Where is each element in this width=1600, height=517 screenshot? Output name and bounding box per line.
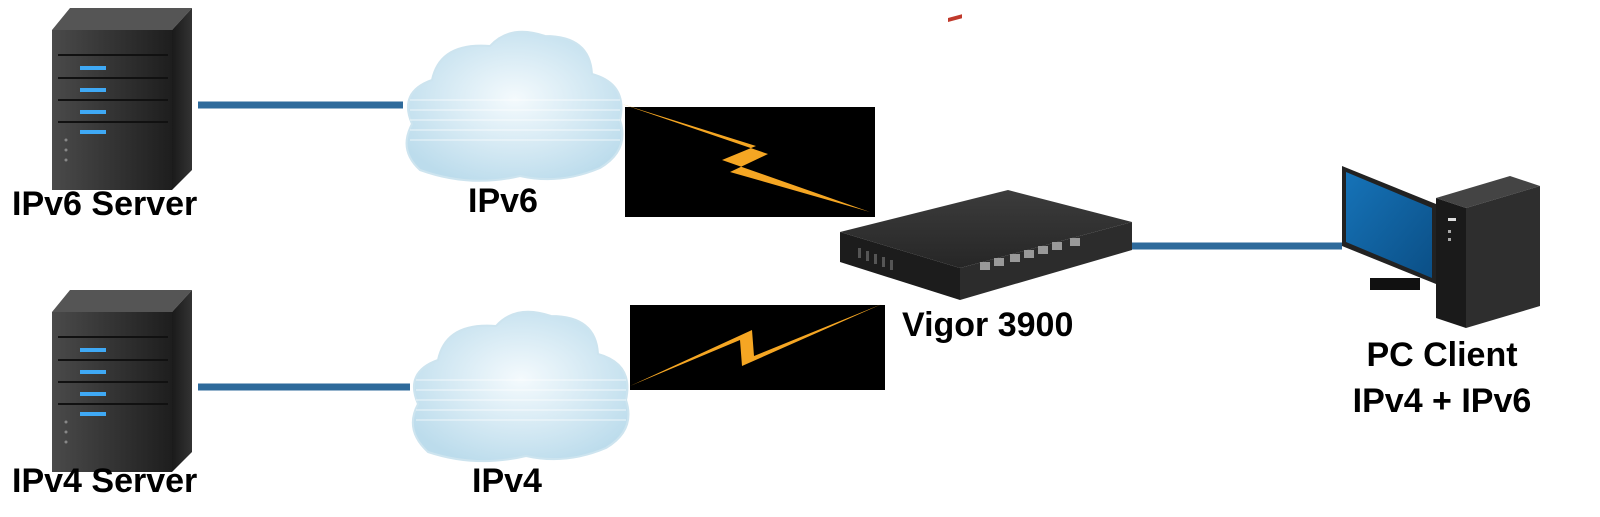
ipv4-server-icon [52,290,192,472]
ipv4-cloud-icon [411,310,630,463]
ipv6-cloud-icon [405,30,624,182]
pc-client-icon [1342,166,1540,328]
ipv6-cloud-label: IPv6 [468,182,538,220]
lightning-backdrop-bottom [630,305,885,390]
vigor-router-icon [840,14,1132,300]
ipv4-server-label: IPv4 Server [12,462,198,500]
ipv6-server-icon [52,8,192,190]
router-label: Vigor 3900 [902,306,1074,344]
ipv6-server-label: IPv6 Server [12,185,198,223]
pc-client-label-line2: IPv4 + IPv6 [1352,382,1532,420]
wireless-link-ipv6-icon [622,104,870,212]
ipv4-cloud-label: IPv4 [472,462,542,500]
pc-client-label-line1: PC Client [1366,336,1518,374]
